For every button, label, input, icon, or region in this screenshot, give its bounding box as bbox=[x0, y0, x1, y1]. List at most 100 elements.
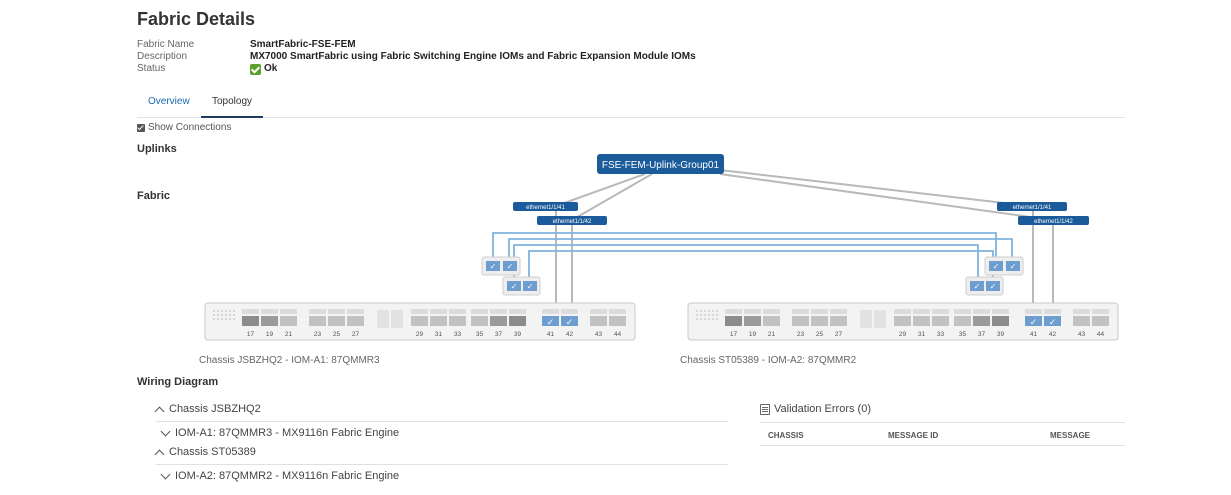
port-33[interactable] bbox=[449, 316, 466, 326]
wiring-iom-1[interactable]: IOM-A1: 87QMMR3 - MX9116n Fabric Engine bbox=[160, 426, 399, 439]
wiring-chassis-1[interactable]: Chassis JSBZHQ2 bbox=[154, 403, 261, 416]
port-39[interactable] bbox=[992, 316, 1009, 326]
col-message[interactable]: MESSAGE bbox=[1050, 431, 1091, 440]
validation-errors-title: Validation Errors (0) bbox=[760, 403, 871, 415]
port-19[interactable] bbox=[744, 316, 761, 326]
port-29[interactable] bbox=[894, 316, 911, 326]
port-44[interactable] bbox=[1092, 316, 1109, 326]
tab-overview[interactable]: Overview bbox=[148, 96, 190, 107]
chevron-down-icon[interactable] bbox=[160, 426, 171, 437]
port-23[interactable] bbox=[309, 316, 326, 326]
divider bbox=[156, 421, 728, 422]
port-label-21: 21 bbox=[285, 331, 293, 338]
left-port-42-tag[interactable]: ethernet1/1/42 bbox=[537, 216, 607, 225]
port-43[interactable] bbox=[590, 316, 607, 326]
port-label-42: 42 bbox=[566, 331, 574, 338]
description-value: MX7000 SmartFabric using Fabric Switchin… bbox=[250, 51, 696, 62]
port-17[interactable] bbox=[725, 316, 742, 326]
divider bbox=[156, 464, 728, 465]
port-21[interactable] bbox=[280, 316, 297, 326]
svg-text:✓: ✓ bbox=[1030, 317, 1038, 327]
description-label: Description bbox=[137, 51, 188, 62]
port-label-25: 25 bbox=[816, 331, 824, 338]
port-label-35: 35 bbox=[959, 331, 967, 338]
svg-text:✓: ✓ bbox=[566, 317, 574, 327]
col-message-id[interactable]: MESSAGE ID bbox=[888, 431, 939, 440]
status-text: Ok bbox=[264, 63, 278, 74]
port-label-23: 23 bbox=[314, 331, 322, 338]
port-label-33: 33 bbox=[937, 331, 945, 338]
checkbox-icon[interactable] bbox=[137, 123, 145, 132]
port-19[interactable] bbox=[261, 316, 278, 326]
tab-topology[interactable]: Topology bbox=[201, 90, 264, 118]
chevron-up-icon[interactable] bbox=[154, 406, 165, 416]
status-label: Status bbox=[137, 63, 166, 74]
right-port-41-tag[interactable]: ethernet1/1/41 bbox=[997, 202, 1067, 211]
fem-module-right-1[interactable]: ✓ ✓ bbox=[984, 256, 1024, 276]
port-42[interactable] bbox=[561, 316, 578, 326]
port-label-17: 17 bbox=[730, 331, 738, 338]
svg-text:✓: ✓ bbox=[547, 317, 555, 327]
port-25[interactable] bbox=[328, 316, 345, 326]
wiring-iom-2[interactable]: IOM-A2: 87QMMR2 - MX9116n Fabric Engine bbox=[160, 469, 400, 482]
port-29[interactable] bbox=[411, 316, 428, 326]
fem-module-left-1[interactable]: ✓ ✓ bbox=[481, 256, 521, 276]
port-31[interactable] bbox=[430, 316, 447, 326]
divider bbox=[760, 445, 1125, 446]
port-27[interactable] bbox=[830, 316, 847, 326]
left-chassis-caption: Chassis JSBZHQ2 - IOM-A1: 87QMMR3 bbox=[199, 355, 380, 366]
fabric-name-value: SmartFabric-FSE-FEM bbox=[250, 39, 356, 50]
port-44[interactable] bbox=[609, 316, 626, 326]
fem-module-left-2[interactable]: ✓ ✓ bbox=[502, 276, 541, 296]
uplink-group-node[interactable]: FSE-FEM-Uplink-Group01 bbox=[597, 154, 724, 174]
fem-module-right-2[interactable]: ✓ ✓ bbox=[965, 276, 1004, 296]
port-label-43: 43 bbox=[1078, 331, 1086, 338]
port-label-29: 29 bbox=[416, 331, 424, 338]
port-31[interactable] bbox=[913, 316, 930, 326]
port-37[interactable] bbox=[973, 316, 990, 326]
page-title: Fabric Details bbox=[137, 9, 256, 29]
port-41[interactable] bbox=[1025, 316, 1042, 326]
port-42[interactable] bbox=[1044, 316, 1061, 326]
port-35[interactable] bbox=[471, 316, 488, 326]
wiring-chassis-2[interactable]: Chassis ST05389 bbox=[154, 446, 256, 459]
clipboard-icon bbox=[760, 403, 770, 415]
svg-text:✓: ✓ bbox=[974, 282, 981, 291]
port-33[interactable] bbox=[932, 316, 949, 326]
svg-text:✓: ✓ bbox=[993, 262, 1000, 271]
port-27[interactable] bbox=[347, 316, 364, 326]
port-label-19: 19 bbox=[749, 331, 757, 338]
chevron-down-icon[interactable] bbox=[160, 469, 171, 480]
port-37[interactable] bbox=[490, 316, 507, 326]
col-chassis[interactable]: CHASSIS bbox=[768, 431, 804, 440]
right-port-42-tag[interactable]: ethernet1/1/42 bbox=[1018, 216, 1089, 225]
port-label-31: 31 bbox=[435, 331, 443, 338]
port-25[interactable] bbox=[811, 316, 828, 326]
wiring-iom-2-label: IOM-A2: 87QMMR2 - MX9116n Fabric Engine bbox=[175, 470, 400, 482]
svg-text:✓: ✓ bbox=[1010, 262, 1017, 271]
validation-errors-label: Validation Errors (0) bbox=[774, 403, 871, 415]
chevron-up-icon[interactable] bbox=[154, 449, 165, 459]
port-label-39: 39 bbox=[514, 331, 522, 338]
port-35[interactable] bbox=[954, 316, 971, 326]
right-port-42-text: ethernet1/1/42 bbox=[1034, 219, 1073, 225]
port-label-27: 27 bbox=[352, 331, 360, 338]
port-43[interactable] bbox=[1073, 316, 1090, 326]
fabric-details: Fabric Name SmartFabric-FSE-FEM Descripti… bbox=[137, 39, 696, 75]
port-21[interactable] bbox=[763, 316, 780, 326]
right-port-41-text: ethernet1/1/41 bbox=[1013, 205, 1052, 211]
fabric-heading: Fabric bbox=[137, 190, 171, 202]
fabric-name-label: Fabric Name bbox=[137, 39, 195, 50]
left-port-41-tag[interactable]: ethernet1/1/41 bbox=[513, 202, 578, 211]
svg-text:✓: ✓ bbox=[511, 282, 518, 291]
left-port-41-text: ethernet1/1/41 bbox=[526, 205, 565, 211]
port-23[interactable] bbox=[792, 316, 809, 326]
port-17[interactable] bbox=[242, 316, 259, 326]
port-41[interactable] bbox=[542, 316, 559, 326]
port-39[interactable] bbox=[509, 316, 526, 326]
port-label-31: 31 bbox=[918, 331, 926, 338]
port-label-37: 37 bbox=[495, 331, 503, 338]
show-connections-toggle[interactable]: Show Connections bbox=[137, 122, 231, 133]
